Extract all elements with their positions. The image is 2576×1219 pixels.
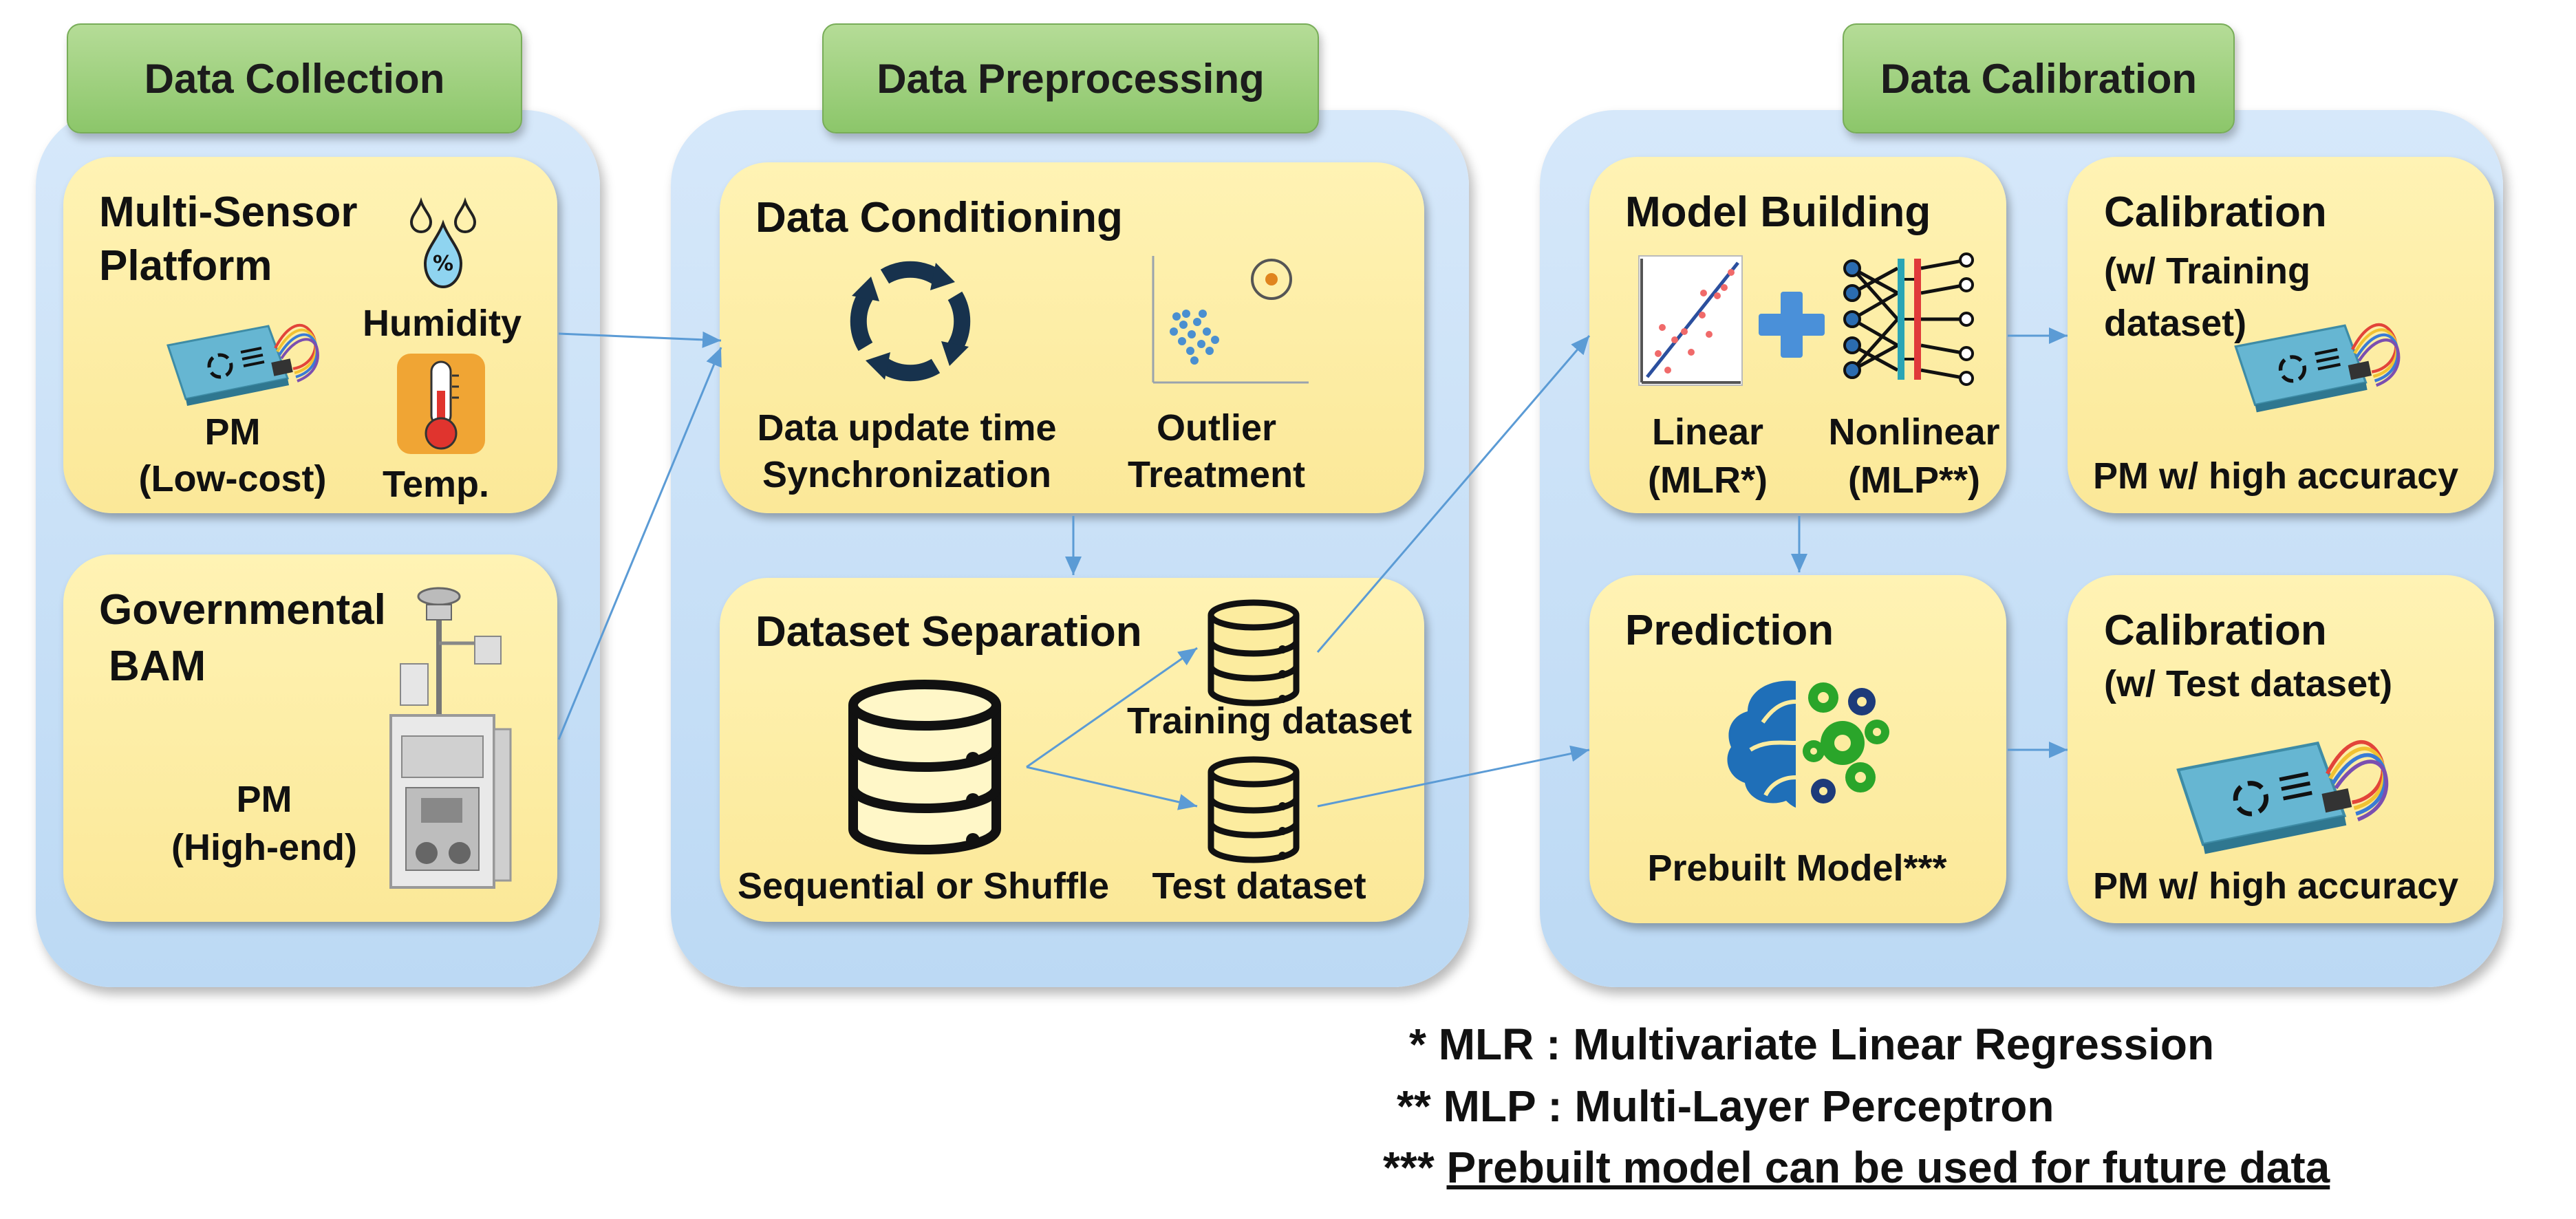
- arrow-database-to-training: [1026, 647, 1198, 768]
- arrow-bam-to-conditioning: [557, 347, 722, 740]
- sync-cycle-icon: [850, 261, 971, 382]
- footnote-prebuilt-text: Prebuilt model can be used for future da…: [1446, 1143, 2330, 1193]
- sync-label-line1: Data update time: [757, 407, 1057, 449]
- pm-high-accuracy-label-training: PM w/ high accuracy: [2093, 455, 2459, 497]
- outlier-label-line1: Outlier: [1156, 407, 1277, 449]
- card-data-conditioning: [720, 162, 1424, 513]
- pm-low-cost-label-line1: PM: [204, 411, 261, 453]
- footnote-prebuilt: *** Prebuilt model can be used for futur…: [1383, 1137, 2330, 1199]
- calibration-test-title-line1: Calibration: [2104, 607, 2327, 654]
- dataset-separation-title: Dataset Separation: [755, 608, 1142, 656]
- arrow-database-to-test: [1026, 766, 1198, 810]
- pm-low-cost-label-line2: (Low-cost): [138, 458, 327, 499]
- arrow-training-to-model: [1316, 335, 1591, 653]
- pm-sensor-board-icon-training: [2234, 323, 2401, 413]
- multi-sensor-title-line2: Platform: [99, 242, 272, 290]
- footnote-mlr: * MLR : Multivariate Linear Regression: [1409, 1020, 2215, 1069]
- pm-sensor-board-icon-test: [2176, 740, 2389, 854]
- neural-network-icon: [1843, 252, 1974, 386]
- pm-high-end-label-line1: PM: [236, 779, 292, 820]
- brain-gears-icon: [1727, 680, 1889, 808]
- pm-high-end-label-line2: (High-end): [171, 827, 357, 868]
- plus-icon: [1759, 292, 1825, 358]
- sync-label-line2: Synchronization: [762, 454, 1052, 495]
- calibration-training-title-line1: Calibration: [2104, 188, 2327, 236]
- card-dataset-separation: [720, 578, 1424, 922]
- header-data-calibration: Data Calibration: [1843, 23, 2235, 133]
- bam-station-icon: [389, 587, 512, 889]
- pm-high-accuracy-label-test: PM w/ high accuracy: [2093, 865, 2459, 907]
- nonlinear-label-line1: Nonlinear: [1828, 411, 2000, 453]
- card-calibration-training: [2068, 157, 2494, 513]
- database-icon-test: [1208, 756, 1300, 863]
- multi-sensor-title-line1: Multi-Sensor: [99, 188, 358, 236]
- scatter-outlier-icon: [1152, 256, 1309, 384]
- humidity-percent-symbol: %: [433, 252, 453, 276]
- linear-label-line1: Linear: [1651, 411, 1764, 453]
- header-data-collection: Data Collection: [67, 23, 522, 133]
- header-data-preprocessing: Data Preprocessing: [822, 23, 1319, 133]
- footnote-mlp: ** MLP : Multi-Layer Perceptron: [1397, 1081, 2054, 1131]
- sequential-shuffle-label: Sequential or Shuffle: [737, 865, 1110, 907]
- arrow-test-to-prediction: [1317, 745, 1590, 808]
- bam-title-line2: BAM: [109, 643, 206, 690]
- prebuilt-model-label: Prebuilt Model***: [1647, 848, 1947, 889]
- thermometer-icon: [397, 354, 485, 454]
- pm-sensor-board-icon: [167, 323, 319, 406]
- data-conditioning-title: Data Conditioning: [755, 194, 1123, 241]
- humidity-label: Humidity: [363, 303, 522, 344]
- test-dataset-label: Test dataset: [1152, 865, 1366, 907]
- calibration-test-title-line2: (w/ Test dataset): [2104, 663, 2393, 704]
- model-building-title: Model Building: [1625, 188, 1931, 236]
- footnote-prebuilt-prefix: ***: [1383, 1143, 1435, 1193]
- prediction-title: Prediction: [1625, 607, 1834, 654]
- calibration-training-title-line2: (w/ Training: [2104, 250, 2311, 292]
- bam-title-line1: Governmental: [99, 586, 386, 634]
- water-drops-percent-icon: %: [409, 197, 477, 289]
- calibration-training-title-line3: dataset): [2104, 303, 2247, 344]
- linear-label-line2: (MLR*): [1648, 460, 1768, 501]
- arrow-multisensor-to-conditioning: [558, 331, 722, 348]
- card-prediction: [1589, 575, 2006, 923]
- nonlinear-label-line2: (MLP**): [1848, 460, 1980, 501]
- temp-label: Temp.: [383, 464, 490, 505]
- linear-regression-plot-icon: [1638, 255, 1743, 386]
- outlier-label-line2: Treatment: [1127, 454, 1306, 495]
- training-dataset-label: Training dataset: [1127, 700, 1413, 742]
- database-icon-large: [848, 680, 1001, 854]
- database-icon-training: [1208, 599, 1300, 706]
- footnotes: * MLR : Multivariate Linear Regression *…: [1383, 1014, 2330, 1199]
